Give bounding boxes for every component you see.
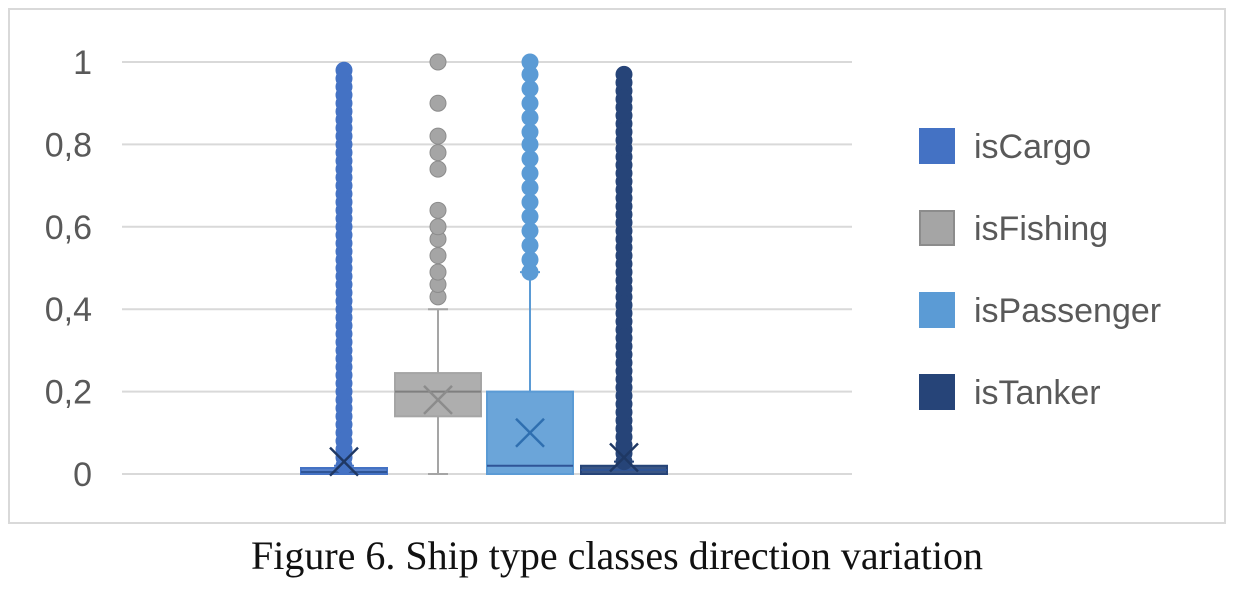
mean-marker xyxy=(423,384,453,415)
box-isFishing xyxy=(394,53,482,475)
y-tick-label: 1 xyxy=(73,44,92,82)
outlier-point xyxy=(521,53,539,71)
outlier-point xyxy=(521,94,539,112)
legend-label: isFishing xyxy=(974,210,1108,248)
outlier-point xyxy=(521,109,539,127)
legend-item-isFishing: isFishing xyxy=(919,210,1108,248)
outlier-point xyxy=(521,236,539,254)
outlier-point xyxy=(521,164,539,182)
mean-marker xyxy=(515,417,545,448)
outlier-point xyxy=(429,53,447,71)
box-isTanker xyxy=(580,65,668,476)
y-tick-label: 0,8 xyxy=(45,126,92,164)
outlier-point xyxy=(521,208,539,225)
y-tick-label: 0,4 xyxy=(45,291,92,329)
outlier-point xyxy=(429,263,447,281)
mean-marker xyxy=(329,446,359,477)
y-tick-label: 0,6 xyxy=(45,209,92,247)
outlier-point xyxy=(521,179,539,197)
legend-swatch xyxy=(919,374,955,410)
outlier-point xyxy=(429,201,447,219)
outlier-point xyxy=(521,251,539,269)
box-iqr xyxy=(394,372,482,418)
y-axis-ticks: 0 0,2 0,4 0,6 0,8 1 xyxy=(45,44,92,494)
outlier-point xyxy=(615,65,633,83)
outlier-point xyxy=(429,247,447,265)
legend-swatch xyxy=(919,128,955,164)
outlier-point xyxy=(521,123,539,141)
legend-item-isTanker: isTanker xyxy=(919,374,1101,412)
legend-item-isPassenger: isPassenger xyxy=(919,292,1161,330)
outlier-point xyxy=(521,193,539,211)
outlier-point xyxy=(521,80,539,98)
legend-label: isPassenger xyxy=(974,292,1161,330)
box-isCargo xyxy=(300,61,388,477)
outlier-point xyxy=(429,127,447,145)
outlier-point xyxy=(429,94,447,112)
legend-label: isCargo xyxy=(974,128,1091,166)
outlier-point xyxy=(429,218,447,236)
legend-label: isTanker xyxy=(974,374,1101,412)
box-plot-chart: 0 0,2 0,4 0,6 0,8 1 isCargo isFishing isPasseng… xyxy=(45,44,1161,494)
legend-swatch xyxy=(919,210,955,246)
figure-caption: Figure 6. Ship type classes direction va… xyxy=(250,533,984,578)
legend: isCargo isFishing isPassenger isTanker xyxy=(919,128,1161,412)
outlier-point xyxy=(429,160,447,178)
legend-swatch xyxy=(919,292,955,328)
gridlines xyxy=(122,61,852,475)
y-tick-label: 0 xyxy=(73,456,92,494)
outlier-point xyxy=(429,144,447,162)
outlier-point xyxy=(335,61,353,79)
box-series xyxy=(300,53,668,477)
outlier-point xyxy=(521,222,539,240)
mean-marker xyxy=(609,442,639,473)
box-isPassenger xyxy=(486,53,574,476)
y-tick-label: 0,2 xyxy=(45,374,92,412)
legend-item-isCargo: isCargo xyxy=(919,128,1091,166)
outlier-point xyxy=(521,150,539,168)
